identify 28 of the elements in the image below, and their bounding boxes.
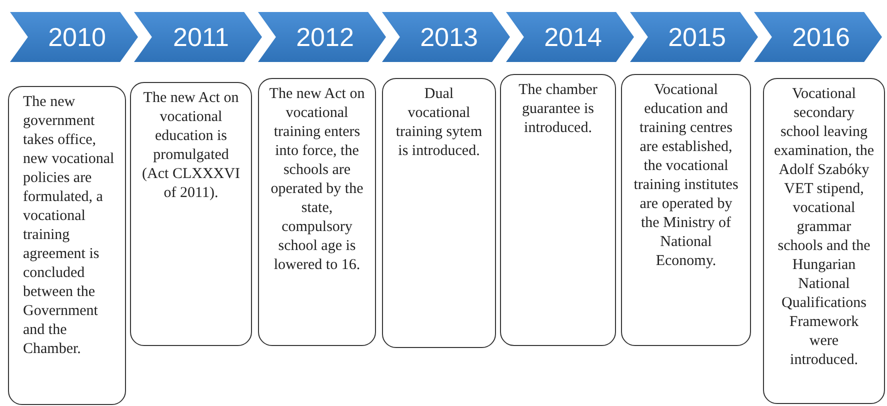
- event-card: [763, 78, 885, 404]
- event-card: [382, 78, 496, 348]
- year-label: 2013: [419, 22, 478, 52]
- event-description: The new Act on vocational training enters into force, the schools are operated by the state, compulsory school age is lowered to 16.: [269, 85, 365, 275]
- year-banner: [258, 12, 386, 62]
- year-label: 2016: [791, 22, 850, 52]
- event-description: Dual vocational training sytem is introduced.: [394, 85, 484, 161]
- event-description: The new government takes office, new vocational policies are formulated, a vocational training agreement is concluded between the Government and the Chamber.: [22, 93, 115, 359]
- event-card: [130, 82, 252, 346]
- year-banner: [382, 12, 510, 62]
- year-banner: [10, 12, 138, 62]
- event-card: [8, 86, 126, 405]
- event-description: Vocational education and training centres are established, the vocational training institutes are operated by the Ministry of National Economy.: [632, 81, 740, 271]
- event-description: The chamber guarantee is introduced.: [518, 81, 598, 138]
- year-banner: [754, 12, 882, 62]
- year-label: 2015: [667, 22, 726, 52]
- year-banner: [630, 12, 758, 62]
- year-label: 2012: [295, 22, 354, 52]
- event-card: [258, 78, 376, 346]
- event-card: [621, 74, 751, 346]
- year-label: 2010: [47, 22, 106, 52]
- event-description: Vocational secondary school leaving examination, the Adolf Szabóky VET stipend, vocational grammar schools and the Hungarian National Qualifications Framework were introduced.: [774, 85, 874, 370]
- year-banner: [506, 12, 634, 62]
- year-label: 2011: [172, 22, 229, 52]
- event-description: The new Act on vocational education is promulgated (Act CLXXXVI of 2011).: [141, 89, 241, 203]
- year-banner: [134, 12, 262, 62]
- event-card: [500, 74, 616, 346]
- year-label: 2014: [543, 22, 602, 52]
